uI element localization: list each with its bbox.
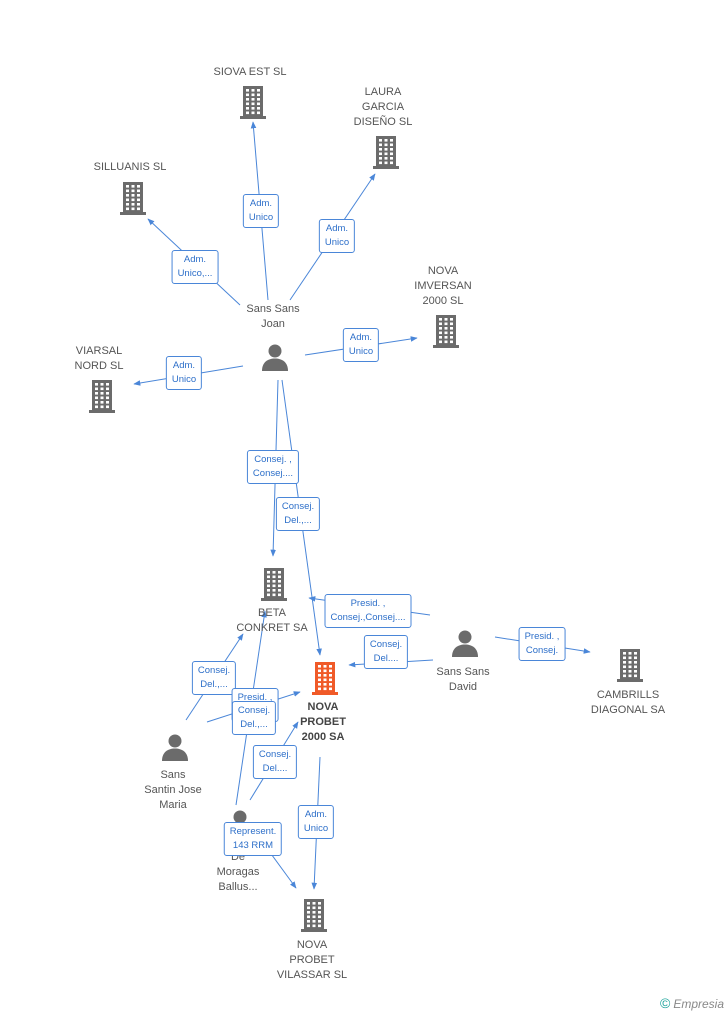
edge-label-sans_joan-to-viarsal[interactable]: Adm. Unico [165,356,203,390]
node-label-viarsal[interactable]: VIARSAL NORD SL [74,345,124,372]
node-label-sans_joan[interactable]: Sans Sans Joan [246,303,300,330]
node-label-santin[interactable]: Sans Santin Jose Maria [144,769,202,811]
edge-label-moragas-to-beta[interactable]: Consej. Del.,... [231,701,277,735]
building-icon-beta[interactable] [259,566,289,607]
edge-label-moragas-to-nova_probet[interactable]: Consej. Del.... [252,745,298,779]
edge-label-sans_david-to-beta[interactable]: Presid. , Consej.,Consej.... [324,594,412,628]
building-icon-nova_imversan[interactable] [431,313,461,354]
node-label-moragas[interactable]: De Moragas Ballus... [216,851,260,893]
edge-label-sans_joan-to-nova_imversan[interactable]: Adm. Unico [342,328,380,362]
brand-logo: Empresia [673,997,724,1011]
edge-label-santin-to-beta[interactable]: Consej. Del.,... [191,661,237,695]
person-icon-santin[interactable] [160,733,190,766]
node-label-beta[interactable]: BETA CONKRET SA [236,607,308,634]
node-label-nova_vilassar[interactable]: NOVA PROBET VILASSAR SL [276,939,348,981]
node-label-nova_imversan[interactable]: NOVA IMVERSAN 2000 SL [414,265,472,307]
building-icon-cambrills[interactable] [615,647,645,688]
person-icon-sans_joan[interactable] [260,343,290,376]
edge-label-sans_david-to-cambrills[interactable]: Presid. , Consej. [518,627,566,661]
edge-label-sans_joan-to-silluanis[interactable]: Adm. Unico,... [171,250,219,284]
building-icon-viarsal[interactable] [87,378,117,419]
edge-label-sans_david-to-nova_probet[interactable]: Consej. Del.... [363,635,409,669]
copyright-icon: © [659,995,671,1011]
edge-label-sans_joan-to-laura[interactable]: Adm. Unico [318,219,356,253]
building-icon-nova_probet[interactable] [310,660,340,701]
node-label-laura[interactable]: LAURA GARCIA DISEÑO SL [353,86,413,128]
edge-label-nova_probet-to-nova_vilassar[interactable]: Adm. Unico [297,805,335,839]
edge-label-moragas-to-nova_vilassar[interactable]: Represent. 143 RRM [223,822,283,856]
footer-brand: ©Empresia [660,995,724,1011]
node-label-siova[interactable]: SIOVA EST SL [213,66,287,78]
node-label-cambrills[interactable]: CAMBRILLS DIAGONAL SA [590,689,666,716]
edge-label-sans_joan-to-beta[interactable]: Consej. , Consej.... [246,450,300,484]
edge-label-sans_joan-to-siova[interactable]: Adm. Unico [242,194,280,228]
node-label-silluanis[interactable]: SILLUANIS SL [93,161,167,173]
node-label-nova_probet[interactable]: NOVA PROBET 2000 SA [300,701,346,743]
building-icon-nova_vilassar[interactable] [299,897,329,938]
edge-label-sans_joan-to-nova_probet[interactable]: Consej. Del.,... [275,497,321,531]
building-icon-laura[interactable] [371,134,401,175]
person-icon-sans_david[interactable] [450,629,480,662]
building-icon-silluanis[interactable] [118,180,148,221]
building-icon-siova[interactable] [238,84,268,125]
node-label-sans_david[interactable]: Sans Sans David [436,666,490,693]
